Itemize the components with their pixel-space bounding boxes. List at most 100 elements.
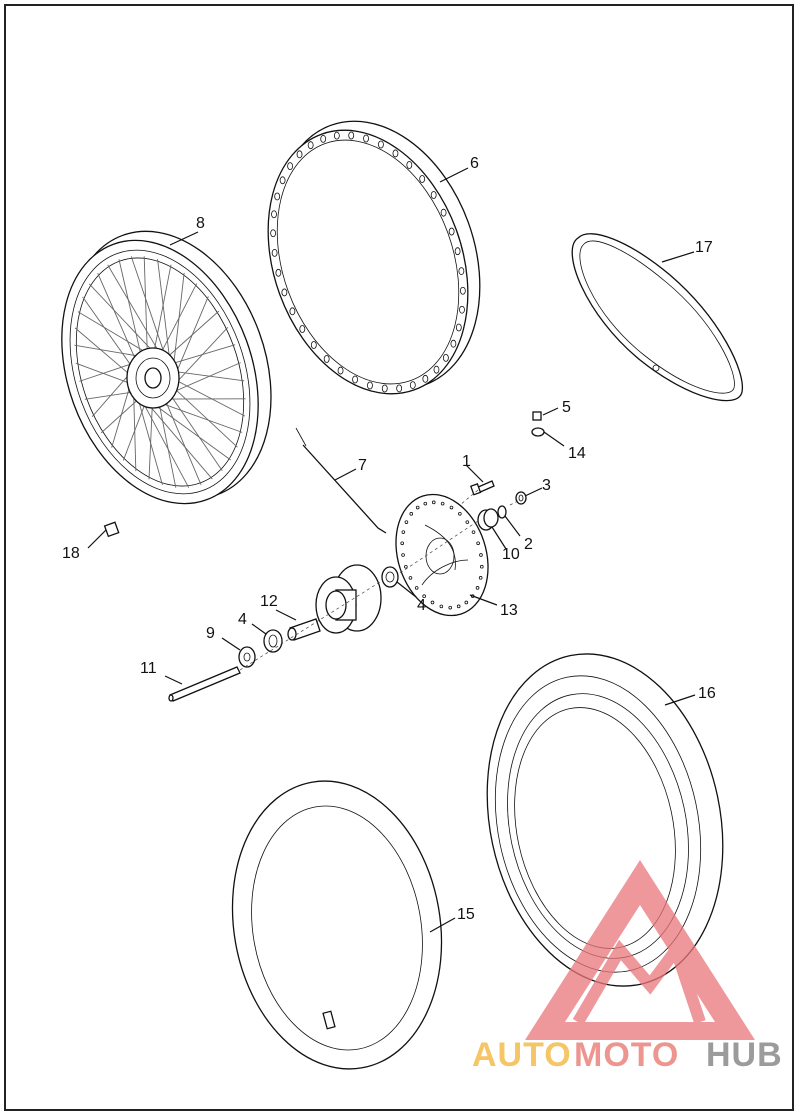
callout-1: 1 <box>462 453 471 470</box>
rim-spoke-hole <box>299 325 306 333</box>
spoke-line <box>138 395 190 488</box>
spoke-line <box>170 327 229 389</box>
rim-spoke-hole <box>270 229 277 238</box>
leader-lines <box>87 167 696 933</box>
rim-spoke-hole <box>458 267 465 275</box>
spoke-line <box>74 327 134 378</box>
rim-spoke-hole <box>352 375 358 384</box>
rim-spoke-hole <box>296 150 303 159</box>
callout-13: 13 <box>500 602 518 619</box>
rotor-vent-hole <box>478 576 483 580</box>
rotor-vent-hole <box>471 530 476 534</box>
rotor-vent-hole <box>475 586 480 590</box>
watermark-text-auto: AUTO <box>472 1036 572 1074</box>
spoke-line <box>100 396 142 434</box>
spoke-line <box>171 385 238 448</box>
rim-spoke-hole <box>430 191 437 199</box>
rim-spoke-hole <box>310 341 317 349</box>
rotor-vent-hole <box>404 564 408 569</box>
rotor-vent-hole <box>422 594 426 599</box>
callout-3: 3 <box>542 477 551 494</box>
inner-tube <box>231 780 443 1070</box>
rim-spoke-hole <box>442 353 449 362</box>
rotor-vent-hole <box>414 586 419 590</box>
rim-spoke-hole <box>459 305 465 314</box>
rotor-vent-hole <box>431 500 436 505</box>
spoke-line <box>118 259 143 359</box>
wheel-hub <box>315 564 382 634</box>
callout-16: 16 <box>698 685 716 702</box>
watermark-text-moto: MOTO <box>574 1036 679 1074</box>
rotor-vent-hole <box>449 505 454 510</box>
rotor-vent-hole <box>401 530 406 534</box>
rim-spoke-hole <box>381 384 388 393</box>
rotor-vent-hole <box>415 505 420 510</box>
rim-spoke-hole <box>409 381 416 389</box>
spoke-line <box>135 389 163 486</box>
callout-4-right: 4 <box>417 597 426 614</box>
rotor-vent-hole <box>423 501 428 506</box>
callout-9: 9 <box>206 625 215 642</box>
rim-spoke-hole <box>337 366 344 375</box>
valve-cap <box>532 411 542 421</box>
rim-strip <box>571 233 744 402</box>
rim-spoke-hole <box>378 140 384 149</box>
watermark-triangle-icon <box>525 860 755 1040</box>
rotor-vent-hole <box>479 553 483 557</box>
callout-8: 8 <box>196 215 205 232</box>
rim-spoke-hole <box>281 288 288 297</box>
rim-spoke-hole <box>307 141 314 150</box>
rim-spoke-hole <box>348 131 355 140</box>
alignment-lines <box>239 489 521 671</box>
callout-labels: 1 2 3 4 4 5 6 7 8 9 10 11 12 13 14 15 16… <box>62 155 716 923</box>
rotor-vent-hole <box>458 511 462 516</box>
wheel-seal <box>238 646 256 668</box>
rotor-vent-hole <box>465 520 470 524</box>
rim-spoke-hole <box>433 365 440 374</box>
spoke-line <box>88 283 156 355</box>
callout-5: 5 <box>562 399 571 416</box>
rotor-vent-hole <box>464 600 469 605</box>
spoke-line <box>130 256 168 361</box>
spoke-line <box>156 401 243 433</box>
spoke-line <box>107 264 162 357</box>
callout-11: 11 <box>140 660 157 677</box>
rotor-vent-hole <box>401 553 405 557</box>
axle <box>168 666 241 702</box>
nut <box>515 491 527 505</box>
bearing-right <box>381 566 399 588</box>
spacer-bushing <box>477 508 499 531</box>
spoke-line <box>143 256 148 355</box>
spoke-line <box>148 401 153 480</box>
bearing-left <box>263 629 283 653</box>
spoke <box>295 427 387 534</box>
spoke-line <box>158 400 177 488</box>
spoke-line <box>168 392 223 472</box>
watermark-text-hub: HUB <box>706 1036 783 1074</box>
rim-spoke-hole <box>367 381 373 390</box>
rotor-vent-hole <box>404 520 409 524</box>
rim-spoke-hole <box>323 355 330 363</box>
brake-rotor <box>395 493 489 617</box>
spoke-line <box>97 273 138 364</box>
spoke-line <box>172 378 246 417</box>
wheel-rim <box>267 120 481 395</box>
rotor-vent-hole <box>439 604 444 609</box>
rotor-vent-hole <box>430 600 435 605</box>
rim-spoke-hole <box>363 134 369 143</box>
rim-spoke-hole <box>275 268 282 277</box>
rim-spoke-hole <box>454 247 461 256</box>
rim-spoke-hole <box>459 286 466 295</box>
spoke-line <box>172 296 209 382</box>
rotor-vent-hole <box>400 541 404 546</box>
washer <box>497 505 507 519</box>
diagram-frame <box>4 4 794 1111</box>
rim-spoke-hole <box>333 131 340 140</box>
spoke-line <box>84 391 137 400</box>
rim-spoke-hole <box>448 227 455 236</box>
watermark-logo: AUTO MOTO HUB <box>472 860 783 1074</box>
rim-spoke-hole <box>279 176 286 185</box>
callout-17: 17 <box>695 239 713 256</box>
callout-15: 15 <box>457 906 475 923</box>
